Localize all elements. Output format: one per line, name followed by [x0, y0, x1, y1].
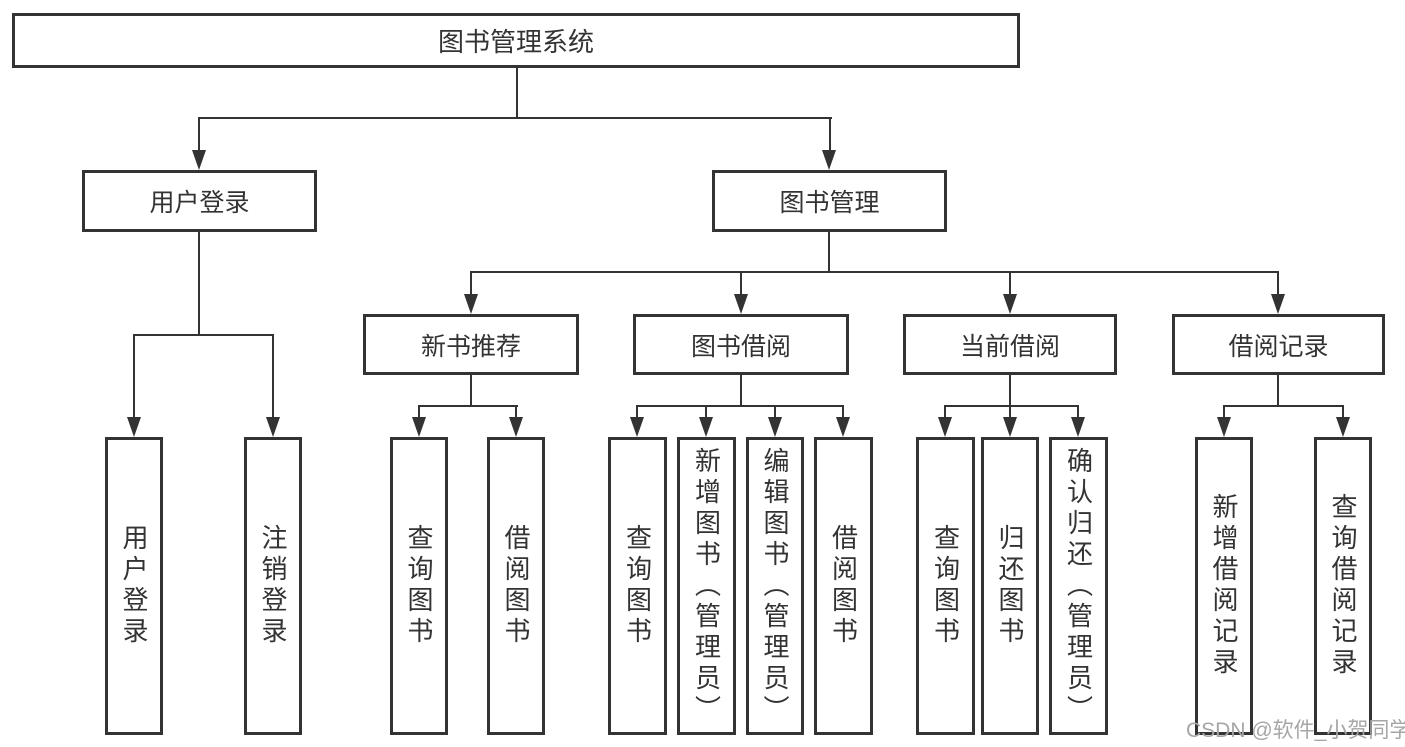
- connector-line: [636, 405, 844, 407]
- connector-line: [133, 334, 135, 419]
- connector-line: [705, 405, 707, 419]
- connector-line: [1009, 271, 1011, 296]
- connector-line: [774, 405, 776, 419]
- leaf-label: 查询图书: [404, 524, 434, 648]
- connector-line: [1277, 271, 1279, 296]
- connector-line: [829, 117, 831, 152]
- arrowhead-down-icon: [412, 417, 426, 437]
- node-book-management: 图书管理: [712, 170, 947, 232]
- arrowhead-down-icon: [1003, 417, 1017, 437]
- node-label: 当前借阅: [959, 332, 1060, 361]
- connector-line: [1077, 405, 1079, 419]
- leaf-logout: 注销登录: [244, 437, 302, 735]
- leaf-label: 借阅图书: [501, 524, 531, 648]
- connector-line: [516, 66, 518, 119]
- arrowhead-down-icon: [266, 417, 280, 437]
- connector-line: [842, 405, 844, 419]
- arrowhead-down-icon: [630, 417, 644, 437]
- arrowhead-down-icon: [699, 417, 713, 437]
- arrowhead-down-icon: [509, 417, 523, 437]
- node-label: 图书管理: [779, 189, 880, 217]
- arrowhead-down-icon: [836, 417, 850, 437]
- connector-line: [272, 334, 274, 419]
- leaf-edit-books-admin: 编辑图书（管理员）: [746, 437, 804, 735]
- connector-line: [740, 271, 742, 296]
- leaf-label: 归还图书: [995, 524, 1025, 648]
- leaf-query-borrow-record: 查询借阅记录: [1314, 437, 1372, 735]
- node-label: 图书管理系统: [437, 27, 594, 57]
- leaf-user-login: 用户登录: [105, 437, 163, 735]
- arrowhead-down-icon: [1003, 294, 1017, 314]
- connector-line: [1342, 405, 1344, 419]
- connector-line: [198, 117, 200, 152]
- arrowhead-down-icon: [1217, 417, 1231, 437]
- leaf-label: 查询借阅记录: [1328, 493, 1358, 679]
- connector-line: [1277, 373, 1279, 407]
- arrowhead-down-icon: [192, 150, 206, 170]
- connector-line: [418, 405, 518, 407]
- leaf-label: 查询图书: [930, 524, 961, 648]
- connector-line: [133, 334, 274, 336]
- leaf-query-books-borrow: 查询图书: [608, 437, 667, 735]
- arrowhead-down-icon: [127, 417, 141, 437]
- arrowhead-down-icon: [822, 150, 836, 170]
- watermark-text: CSDN @软件_小贺同学: [1186, 719, 1405, 742]
- node-user-login: 用户登录: [82, 170, 317, 232]
- leaf-label: 新增图书（管理员）: [691, 446, 722, 726]
- leaf-confirm-return-admin: 确认归还（管理员）: [1049, 437, 1108, 735]
- node-new-book-recommend: 新书推荐: [363, 314, 579, 375]
- node-book-borrow: 图书借阅: [633, 314, 849, 375]
- node-root-system: 图书管理系统: [12, 13, 1020, 68]
- arrowhead-down-icon: [734, 294, 748, 314]
- leaf-query-books-current: 查询图书: [916, 437, 975, 735]
- leaf-label: 借阅图书: [828, 524, 859, 648]
- connector-line: [1223, 405, 1225, 419]
- leaf-add-books-admin: 新增图书（管理员）: [677, 437, 736, 735]
- connector-line: [1223, 405, 1344, 407]
- arrowhead-down-icon: [1336, 417, 1350, 437]
- connector-line: [1009, 405, 1011, 419]
- connector-line: [636, 405, 638, 419]
- connector-line: [1009, 373, 1011, 407]
- node-label: 用户登录: [149, 189, 250, 217]
- leaf-query-books-recommend: 查询图书: [390, 437, 448, 735]
- leaf-label: 注销登录: [258, 524, 288, 648]
- leaf-borrow-books-recommend: 借阅图书: [487, 437, 545, 735]
- arrowhead-down-icon: [938, 417, 952, 437]
- connector-line: [944, 405, 1079, 407]
- leaf-label: 新增借阅记录: [1209, 493, 1239, 679]
- connector-line: [944, 405, 946, 419]
- connector-line: [828, 230, 830, 273]
- connector-line: [198, 117, 832, 119]
- arrowhead-down-icon: [768, 417, 782, 437]
- connector-line: [740, 373, 742, 407]
- arrowhead-down-icon: [464, 294, 478, 314]
- leaf-label: 用户登录: [119, 524, 149, 648]
- arrowhead-down-icon: [1071, 417, 1085, 437]
- leaf-label: 确认归还（管理员）: [1063, 446, 1094, 726]
- leaf-label: 编辑图书（管理员）: [760, 446, 790, 726]
- connector-line: [515, 405, 517, 419]
- node-label: 图书借阅: [690, 332, 791, 361]
- leaf-borrow-books: 借阅图书: [814, 437, 873, 735]
- leaf-add-borrow-record: 新增借阅记录: [1195, 437, 1253, 735]
- node-label: 新书推荐: [420, 332, 521, 361]
- connector-line: [470, 271, 1279, 273]
- connector-line: [198, 230, 200, 336]
- arrowhead-down-icon: [1271, 294, 1285, 314]
- leaf-label: 查询图书: [622, 524, 653, 648]
- node-borrow-records: 借阅记录: [1172, 314, 1385, 375]
- node-label: 借阅记录: [1228, 332, 1329, 361]
- connector-line: [418, 405, 420, 419]
- leaf-return-books: 归还图书: [981, 437, 1039, 735]
- node-current-borrow: 当前借阅: [903, 314, 1117, 375]
- connector-line: [470, 373, 472, 407]
- connector-line: [470, 271, 472, 296]
